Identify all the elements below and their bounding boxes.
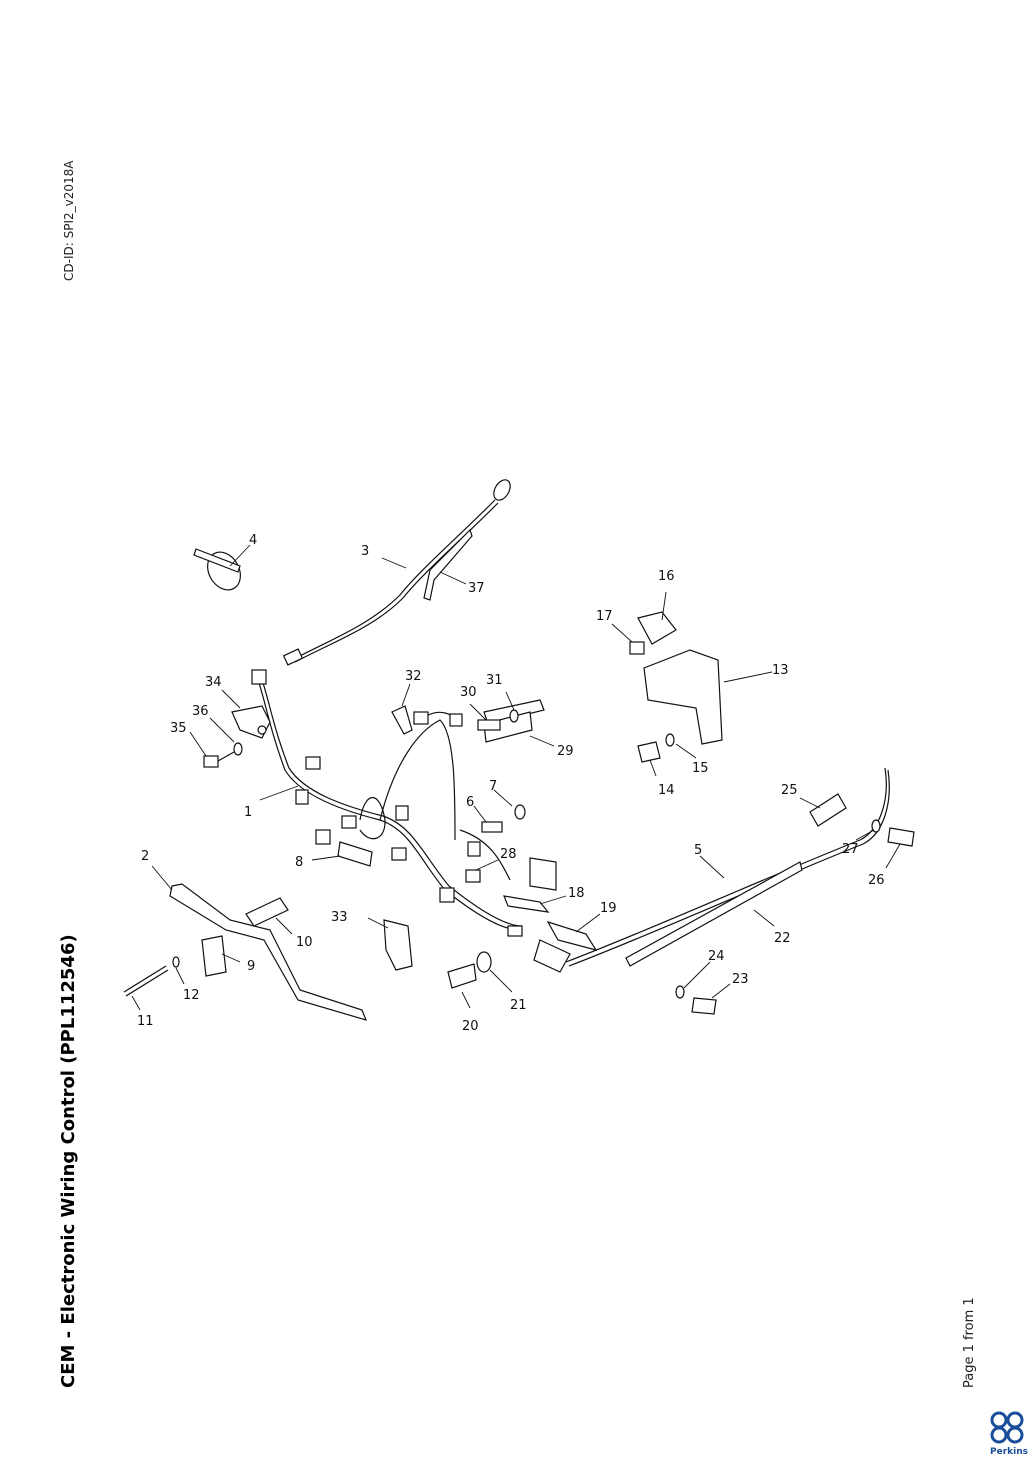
callout-1: 1 [244, 805, 252, 820]
callout-19: 19 [600, 901, 617, 916]
callout-28: 28 [500, 847, 517, 862]
callout-3: 3 [361, 544, 369, 559]
connector-bracket-part [477, 699, 545, 743]
callout-15: 15 [692, 761, 709, 776]
page-info: Page 1 from 1 [962, 1297, 977, 1388]
bolt-part [481, 821, 503, 833]
callout-27: 27 [842, 842, 859, 857]
callout-31: 31 [486, 673, 503, 688]
callout-21: 21 [510, 998, 527, 1013]
harness-bracket-part [203, 705, 271, 768]
callout-33: 33 [331, 910, 348, 925]
cable-tie-part [193, 548, 241, 591]
clip-part [391, 705, 413, 735]
bolt-20-part [447, 963, 477, 989]
callout-16: 16 [658, 569, 675, 584]
callout-2: 2 [141, 849, 149, 864]
callout-23: 23 [732, 972, 749, 987]
callout-26: 26 [868, 873, 885, 888]
callout-6: 6 [466, 795, 474, 810]
callout-29: 29 [557, 744, 574, 759]
callout-13: 13 [772, 663, 789, 678]
callout-24: 24 [708, 949, 725, 964]
callout-22: 22 [774, 931, 791, 946]
callout-35: 35 [170, 721, 187, 736]
callout-25: 25 [781, 783, 798, 798]
callout-12: 12 [183, 988, 200, 1003]
callout-30: 30 [460, 685, 477, 700]
washer-21-part [476, 951, 492, 973]
relay-part [529, 857, 557, 891]
mounting-bracket-part [629, 611, 723, 763]
callout-7: 7 [489, 779, 497, 794]
callout-9: 9 [247, 959, 255, 974]
callout-36: 36 [192, 704, 209, 719]
callout-10: 10 [296, 935, 313, 950]
callout-18: 18 [568, 886, 585, 901]
callout-5: 5 [694, 843, 702, 858]
perkins-logo: Perkins [990, 1411, 1028, 1457]
bracket-18-part [503, 895, 550, 913]
callout-labels: 1 2 3 4 5 6 7 8 9 10 11 12 13 14 15 16 1… [137, 533, 885, 1034]
leader-lines [131, 544, 901, 1011]
rear-lead-part [565, 767, 915, 1015]
page-title: CEM - Electronic Wiring Control (PPL1125… [58, 934, 79, 1388]
bracket-19-part [546, 920, 598, 951]
callout-4: 4 [249, 533, 257, 548]
connector-19-part [533, 939, 571, 973]
washer-part [514, 804, 526, 820]
callout-20: 20 [462, 1019, 479, 1034]
callout-37: 37 [468, 581, 485, 596]
callout-32: 32 [405, 669, 422, 684]
connector-part [337, 841, 373, 867]
plate-33-part [383, 919, 413, 971]
callout-34: 34 [205, 675, 222, 690]
callout-14: 14 [658, 783, 675, 798]
harness-lead-part [282, 479, 511, 666]
long-bracket-part [123, 883, 368, 1021]
logo-text: Perkins [990, 1447, 1028, 1457]
main-harness-part [251, 669, 523, 937]
callout-8: 8 [295, 855, 303, 870]
callout-17: 17 [596, 609, 613, 624]
callout-11: 11 [137, 1014, 154, 1029]
